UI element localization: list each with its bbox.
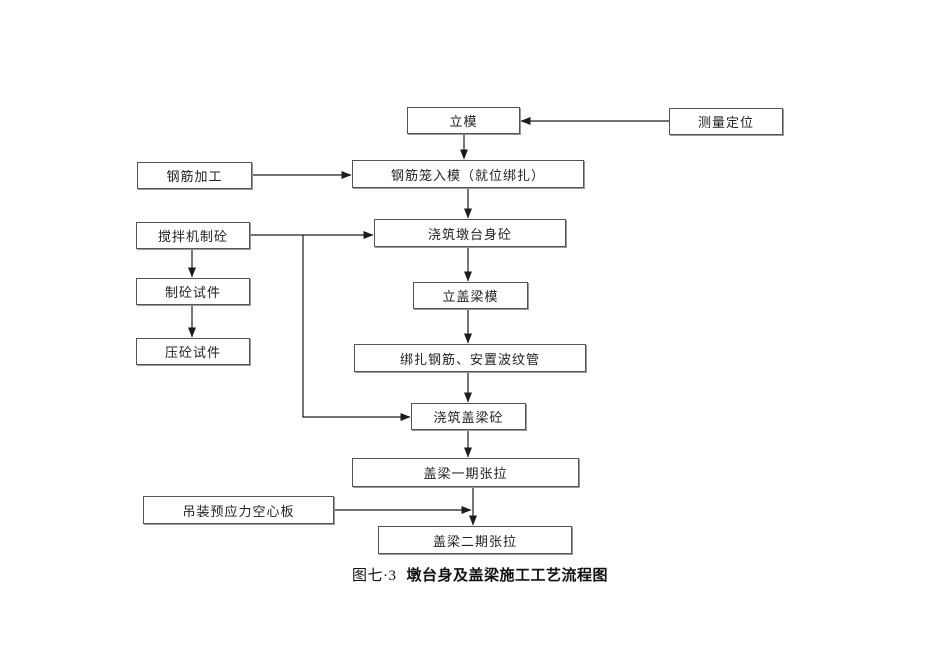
node-cap-beam-first-tension: 盖梁一期张拉 <box>352 458 579 487</box>
node-label: 浇筑墩台身砼 <box>427 226 512 242</box>
node-label: 测量定位 <box>697 115 754 130</box>
node-hoist-prestressed-slab: 吊装预应力空心板 <box>143 496 334 524</box>
node-mixer-concrete: 搅拌机制砼 <box>136 222 250 249</box>
node-label: 浇筑盖梁砼 <box>433 410 504 425</box>
node-pour-pier-body-concrete: 浇筑墩台身砼 <box>374 219 566 247</box>
node-label: 吊装预应力空心板 <box>182 503 295 519</box>
node-rebar-fabrication: 钢筋加工 <box>137 162 252 189</box>
node-label: 立模 <box>449 114 478 129</box>
node-make-concrete-specimen: 制砼试件 <box>136 278 250 305</box>
node-erect-cap-beam-form: 立盖梁模 <box>413 282 528 309</box>
node-label: 钢筋笼入模（就位绑扎） <box>390 167 545 183</box>
node-label: 搅拌机制砼 <box>157 229 228 244</box>
node-pour-cap-beam-concrete: 浇筑盖梁砼 <box>411 403 526 430</box>
node-erect-formwork: 立模 <box>407 107 520 134</box>
node-cap-beam-second-tension: 盖梁二期张拉 <box>378 526 572 554</box>
node-label: 压砼试件 <box>164 345 221 360</box>
node-label: 绑扎钢筋、安置波纹管 <box>399 351 540 367</box>
node-rebar-cage-into-form: 钢筋笼入模（就位绑扎） <box>352 160 584 188</box>
figure-caption: 图七·3 墩台身及盖梁施工工艺流程图 <box>352 564 612 585</box>
node-label: 盖梁二期张拉 <box>432 533 517 549</box>
node-survey-positioning: 测量定位 <box>669 108 783 135</box>
node-press-concrete-specimen: 压砼试件 <box>136 338 250 365</box>
node-label: 制砼试件 <box>164 285 221 300</box>
figure-title: 墩台身及盖梁施工工艺流程图 <box>406 568 609 584</box>
node-label: 钢筋加工 <box>166 169 223 184</box>
node-label: 立盖梁模 <box>442 289 499 304</box>
arrow-mixer-branch-to-capbeam-pour <box>302 235 411 421</box>
node-tie-rebar-place-ducts: 绑扎钢筋、安置波纹管 <box>354 344 586 372</box>
node-label: 盖梁一期张拉 <box>423 466 508 481</box>
figure-number: 图七·3 <box>352 568 397 584</box>
